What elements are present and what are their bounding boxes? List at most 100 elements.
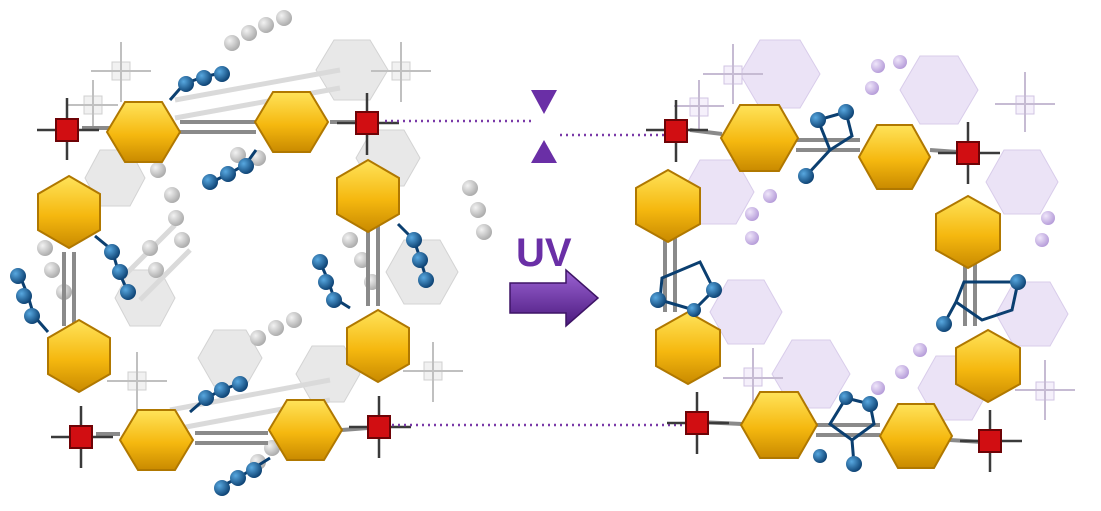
blue-bead — [650, 292, 666, 308]
metal-node — [55, 118, 79, 142]
hexagon-linker — [47, 318, 111, 394]
ghost-hexagon — [995, 281, 1069, 347]
ring-left — [658, 260, 716, 312]
blue-bead — [406, 232, 422, 248]
background-ghost-layer — [68, 39, 463, 433]
ghost-bead — [268, 320, 284, 336]
hexagon-linker — [267, 399, 344, 461]
blue-bead — [202, 174, 218, 190]
blue-beads — [10, 66, 434, 496]
blue-bead — [178, 76, 194, 92]
metal-nodes — [55, 111, 391, 449]
blue-bead — [312, 254, 328, 270]
blue-bead — [16, 288, 32, 304]
ghost-bead — [250, 330, 266, 346]
hexagon-linker — [935, 194, 1001, 270]
ghost-bead — [476, 224, 492, 240]
hexagon-linker — [336, 158, 400, 234]
ghost-bead — [895, 365, 909, 379]
distance-guides — [385, 90, 690, 427]
hexagon-linker — [955, 328, 1021, 404]
ghost-hexagon — [709, 279, 783, 345]
ghost-bead — [37, 240, 53, 256]
ghost-bead — [150, 162, 166, 178]
blue-bead — [214, 480, 230, 496]
blue-bead — [798, 168, 814, 184]
blue-bead — [238, 158, 254, 174]
ghost-bead — [913, 343, 927, 357]
blue-bead — [196, 70, 212, 86]
hexagon-linker — [37, 174, 101, 250]
ghost-bead — [462, 180, 478, 196]
ghost-bead — [745, 207, 759, 221]
blue-bead — [839, 391, 853, 405]
uv-reaction-arrow: UV — [509, 231, 600, 328]
blue-bead — [687, 303, 701, 317]
blue-bead — [813, 449, 827, 463]
ghost-bead — [148, 262, 164, 278]
metal-nodes — [664, 119, 1002, 453]
ghost-hexagon — [985, 149, 1059, 215]
hexagon-linker — [719, 104, 800, 172]
blue-bead — [24, 308, 40, 324]
ghost-bead — [142, 240, 158, 256]
blue-bead — [326, 292, 342, 308]
ghost-hexagon — [295, 345, 361, 403]
hexagon-linker — [346, 308, 410, 384]
hexagon-linker — [118, 409, 195, 471]
hexagon-linker — [635, 168, 701, 244]
hexagon-linker — [857, 124, 932, 190]
ghost-hexagon — [385, 239, 459, 305]
blue-bead — [810, 112, 826, 128]
blue-bead — [846, 456, 862, 472]
strut-node — [689, 128, 983, 444]
ghost-bead — [230, 147, 246, 163]
ghost-bead — [1041, 211, 1055, 225]
blue-bead — [10, 268, 26, 284]
ghost-cross — [68, 42, 463, 412]
blue-bead — [230, 470, 246, 486]
blue-bead — [838, 104, 854, 120]
ghost-bead — [342, 232, 358, 248]
blue-bead — [104, 244, 120, 260]
uv-label: UV — [516, 231, 572, 275]
ghost-bead — [224, 35, 240, 51]
hexagon-linker — [105, 101, 182, 163]
blue-bead — [418, 272, 434, 288]
ghost-bead — [174, 232, 190, 248]
blue-bead — [706, 282, 722, 298]
blue-bead — [198, 390, 214, 406]
blue-bead — [862, 396, 878, 412]
panel-before — [10, 10, 492, 496]
hexagon-linker — [655, 310, 721, 386]
ghost-bead — [1035, 233, 1049, 247]
blue-bead — [936, 316, 952, 332]
hexagon-linker — [253, 91, 330, 153]
ghost-bead — [871, 59, 885, 73]
blue-beads — [650, 104, 1026, 472]
ghost-hexagon — [315, 39, 389, 101]
ghost-bead — [164, 187, 180, 203]
blue-bead — [214, 382, 230, 398]
hexagon-linker — [739, 391, 819, 459]
ghost-bead — [871, 381, 885, 395]
blue-bead — [412, 252, 428, 268]
panel-after — [635, 39, 1075, 472]
compression-arrowhead-up — [531, 140, 557, 163]
blue-bead — [220, 166, 236, 182]
ghost-bead — [258, 17, 274, 33]
blue-bead — [112, 264, 128, 280]
blue-bead — [1010, 274, 1026, 290]
hexagon-linker — [878, 403, 954, 469]
strut-left — [62, 252, 76, 326]
ghost-bead-chains — [745, 55, 1055, 395]
blue-bead — [214, 66, 230, 82]
ghost-bead — [865, 81, 879, 95]
ghost-bead — [241, 25, 257, 41]
ghost-bead — [44, 262, 60, 278]
linkers — [635, 104, 1021, 469]
metal-node — [978, 429, 1002, 453]
ghost-bead — [763, 189, 777, 203]
ghost-cross — [674, 44, 1075, 420]
